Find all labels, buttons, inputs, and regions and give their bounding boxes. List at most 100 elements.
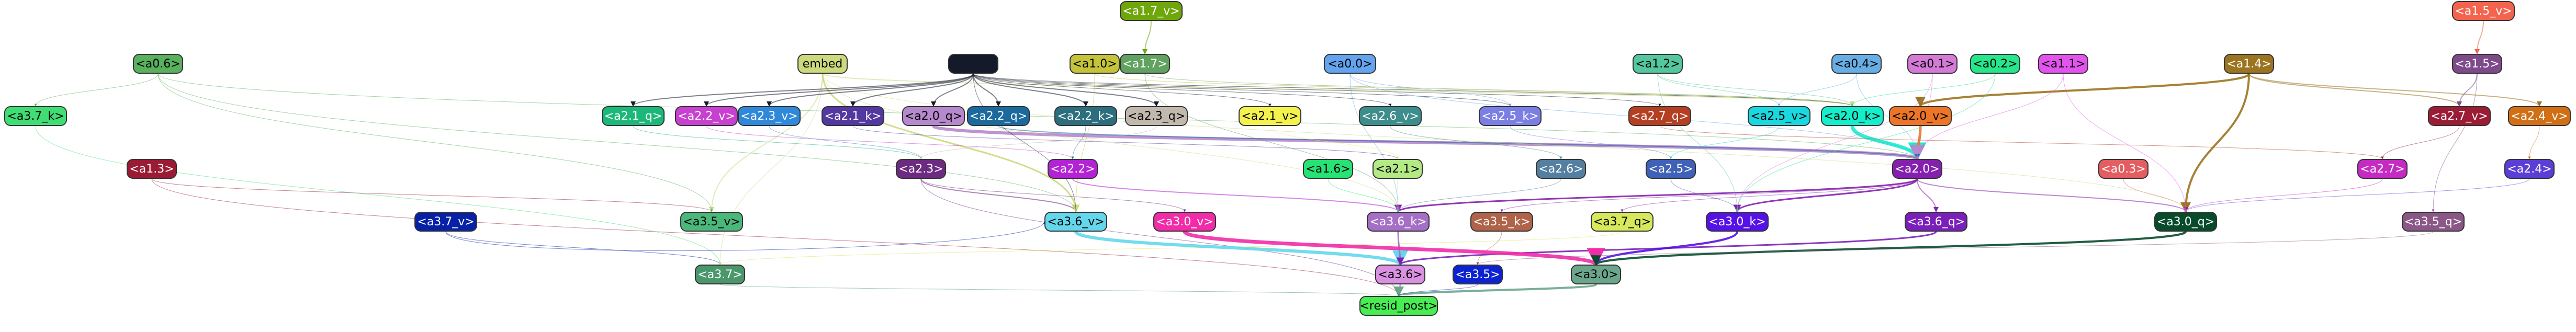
node-a2-1-q[interactable]: <a2.1_q> [602,106,665,126]
node-a2-2-q[interactable]: <a2.2_q> [967,106,1030,126]
node-label: <a2.3_q> [1127,109,1186,123]
node-a3-5-v[interactable]: <a3.5_v> [680,212,743,232]
node-a2-5-k[interactable]: <a2.5_k> [1479,106,1542,126]
node-a3-0[interactable]: <a3.0> [1571,265,1621,284]
node-label: <a2.3_v> [740,109,798,123]
edge-a1-1-to-a2-0 [1916,73,2064,159]
node-a1-0[interactable]: <a1.0> [1070,54,1120,74]
node-a2-3[interactable]: <a2.3> [896,159,946,179]
node-label: <a3.7_k> [7,109,64,123]
node-label: <a1.2> [1635,57,1680,71]
node-a2-0[interactable]: <a2.0> [1892,159,1942,179]
node-a2-7-q[interactable]: <a2.7_q> [1628,106,1691,126]
node-a3-6-k[interactable]: <a3.6_k> [1367,212,1430,232]
edge-a1-5-to-a3-5-q [2432,73,2478,212]
node-a2-1[interactable]: <a2.1> [1373,159,1423,179]
node-a0-4[interactable]: <a0.4> [1831,54,1882,74]
edge-a3-0-q-to-a3-0 [1591,231,2187,266]
node-a2-0-v[interactable]: <a2.0_v> [1889,106,1952,126]
edge-a1-3-to-resid-post [151,178,1400,296]
node-a2-4-v[interactable]: <a2.4_v> [2508,106,2571,126]
node-a2-0-q[interactable]: <a2.0_q> [902,106,965,126]
node-a2-5-v[interactable]: <a2.5_v> [1748,106,1810,126]
edge-a1-0-to-a3-6-v [1074,73,1095,212]
node-a0-0[interactable]: <a0.0> [1324,54,1376,74]
node-a1-7[interactable]: <a1.7> [1120,54,1170,74]
node-a0-1[interactable]: <a0.1> [1907,54,1958,74]
node-a3-7[interactable]: <a3.7> [695,265,745,284]
node-a1-5-v[interactable]: <a1.5_v> [2452,1,2515,21]
node-a1-4[interactable]: <a1.4> [2224,54,2274,74]
node-a1-7-v[interactable]: <a1.7_v> [1120,1,1183,21]
node-a3-5-k[interactable]: <a3.5_k> [1470,212,1533,232]
node-a2-6-v[interactable]: <a2.6_v> [1359,106,1422,126]
node-a3-6-v[interactable]: <a3.6_v> [1044,212,1107,232]
node-label: <a0.4> [1834,57,1879,71]
node-a2-7-v[interactable]: <a2.7_v> [2428,106,2491,126]
edge-a0-6-to-a2-0 [158,73,1919,159]
node-a0-3[interactable]: <a0.3> [2098,159,2148,179]
node-a2-1-k[interactable]: <a2.1_k> [822,106,884,126]
node-a2-2[interactable]: <a2.2> [1048,159,1098,179]
node-a1-1[interactable]: <a1.1> [2038,54,2088,74]
node-a2-5[interactable]: <a2.5> [1646,159,1696,179]
edge-a2-0-to-a3-0-k [1733,178,1918,213]
node-label: <a2.2_v> [678,109,735,123]
edge-a0-6-to-a3-5-v [158,73,713,212]
edge-a2-6-v-to-a2-6 [1390,125,1562,159]
node-label: <a1.5> [2455,57,2500,71]
node-a3-6-q[interactable]: <a3.6_q> [1905,212,1967,232]
edge-a2-3-to-a3-6-v [920,178,1078,212]
edge-a2-1-k-to-a2-1 [852,125,1399,159]
node-a3-0-k[interactable]: <a3.0_k> [1706,212,1769,232]
node-resid-post[interactable]: <resid_post> [1359,296,1438,316]
node-a2-1-v[interactable]: <a2.1_v> [1239,106,1301,126]
edge-a0-2-to-a2-0-k [1851,73,1996,107]
node-a3-7-v[interactable]: <a3.7_v> [414,212,477,232]
node-label: <a2.1_k> [824,109,882,123]
node-a3-7-q[interactable]: <a3.7_q> [1591,212,1653,232]
node-a1-5[interactable]: <a1.5> [2452,54,2502,74]
node-a3-0-v[interactable]: <a3.0_v> [1153,212,1216,232]
node-a2-3-q[interactable]: <a2.3_q> [1125,106,1188,126]
edge-a1-7-v-to-a1-7 [1142,20,1152,54]
node-hub[interactable] [948,54,998,74]
node-a3-7-k[interactable]: <a3.7_k> [4,106,67,126]
edge-a2-3-v-to-a2-3 [769,125,923,159]
node-a2-6[interactable]: <a2.6> [1536,159,1586,179]
node-a0-2[interactable]: <a0.2> [1970,54,2020,74]
node-a0-6[interactable]: <a0.6> [133,54,183,74]
edge-embed-to-a3-7 [718,73,823,265]
edge-a3-0-v-to-a3-0 [1183,230,1605,267]
node-a1-3[interactable]: <a1.3> [127,159,177,179]
node-a3-0-q[interactable]: <a3.0_q> [2154,212,2217,232]
node-a2-0-k[interactable]: <a2.0_k> [1821,106,1884,126]
node-a2-3-v[interactable]: <a2.3_v> [738,106,801,126]
node-a2-2-v[interactable]: <a2.2_v> [675,106,738,126]
node-label: <a0.2> [1973,57,2018,71]
node-label: <a2.1_v> [1241,109,1299,123]
node-a3-6[interactable]: <a3.6> [1375,265,1425,284]
node-label: <a1.1> [2041,57,2086,71]
edge-hub-to-a2-3-v [767,73,974,107]
node-label: <a3.7> [698,268,743,281]
node-a1-6[interactable]: <a1.6> [1303,159,1353,179]
node-label: <a3.6_q> [1907,215,1965,228]
node-a2-2-k[interactable]: <a2.2_k> [1054,106,1117,126]
edge-a2-3-to-a3-0-v [920,178,1186,212]
edge-a2-5-k-to-a2-5 [1510,125,1672,159]
node-a3-5-q[interactable]: <a3.5_q> [2402,212,2465,232]
node-a1-2[interactable]: <a1.2> [1633,54,1683,74]
node-label: <resid_post> [1359,299,1438,313]
node-label: <a2.3> [898,162,943,176]
node-a3-5[interactable]: <a3.5> [1453,265,1503,284]
node-a2-7[interactable]: <a2.7> [2357,159,2408,179]
edge-a0-0-to-a2-5-k [1349,73,1512,107]
node-label: <a2.2> [1050,162,1095,176]
node-a2-4[interactable]: <a2.4> [2504,159,2555,179]
edge-a3-7-to-resid-post [719,284,1400,296]
node-label: <a2.5> [1648,162,1693,176]
node-embed[interactable]: embed [797,54,848,74]
edge-embed-to-a3-6-v [822,73,1080,213]
edge-a2-0-to-a3-0-q [1917,178,2188,212]
